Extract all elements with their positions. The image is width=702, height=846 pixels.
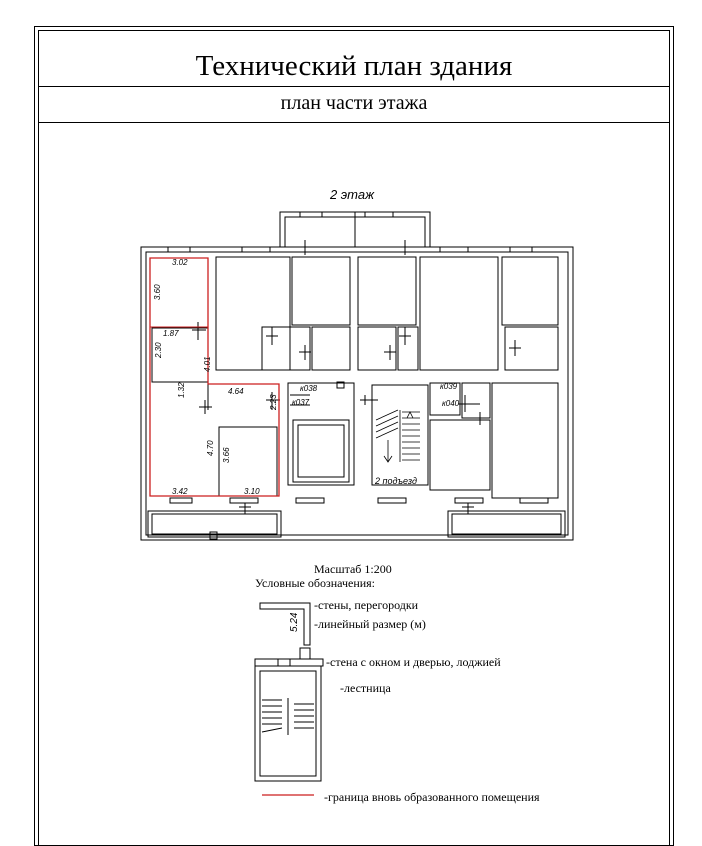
dimension-label: 3.02 [172, 258, 188, 267]
upper-rooms [215, 256, 559, 371]
dimension-label: 4.70 [206, 440, 215, 456]
scale-label: Масштаб 1:200 [314, 562, 392, 576]
room-code: к037 [292, 398, 310, 407]
title-divider [38, 86, 670, 87]
stair-flights [375, 409, 420, 463]
legend-item-dimension: -линейный размер (м) [314, 617, 426, 631]
document-subtitle: план части этажа [280, 92, 428, 114]
floor-plan-drawing: 2 этаж 2 подъезд 3.02 3.60 1.87 2.30 4.0… [140, 187, 574, 796]
dimension-label: 1.87 [163, 329, 179, 338]
dimension-label: 3.66 [222, 447, 231, 463]
room-code: к039 [440, 382, 458, 391]
dimension-label: 3.60 [153, 284, 162, 300]
building-outline [140, 246, 574, 541]
windows-bottom [169, 497, 549, 514]
room-code: к040 [442, 399, 460, 408]
room-code: к038 [300, 384, 318, 393]
stair-core [287, 381, 480, 486]
legend-wall-symbol [259, 602, 311, 646]
legend-item-stairs: -лестница [340, 681, 391, 695]
legend-item-window-wall: -стена с окном и дверью, лоджией [326, 655, 501, 669]
entrance-label: 2 подъезд [374, 476, 417, 486]
legend-item-walls: -стены, перегородки [314, 598, 419, 612]
legend-window-wall-symbol [254, 658, 324, 667]
door-marks [266, 240, 521, 360]
document-title: Технический план здания [195, 50, 513, 82]
legend-stair-symbol [254, 665, 322, 782]
building-inner-outline [145, 251, 569, 536]
legend-heading: Условные обозначения: [255, 576, 376, 590]
balconies [147, 510, 566, 540]
dimension-label: 2.23 [269, 394, 278, 411]
dimension-label: 2.30 [154, 342, 163, 359]
dimension-label: 4.64 [228, 387, 244, 396]
dimension-label: 3.42 [172, 487, 188, 496]
subtitle-divider [38, 122, 670, 123]
legend-item-boundary: -граница вновь образованного помещения [324, 790, 540, 804]
dimension-label: 1.32 [177, 382, 186, 398]
dimension-label: 4.01 [203, 356, 212, 372]
legend-dimension-sample: 5.24 [289, 612, 300, 632]
floor-label: 2 этаж [329, 187, 375, 202]
windows-top [167, 211, 533, 253]
new-premises-boundary [149, 257, 280, 497]
dimension-label: 3.10 [244, 487, 260, 496]
